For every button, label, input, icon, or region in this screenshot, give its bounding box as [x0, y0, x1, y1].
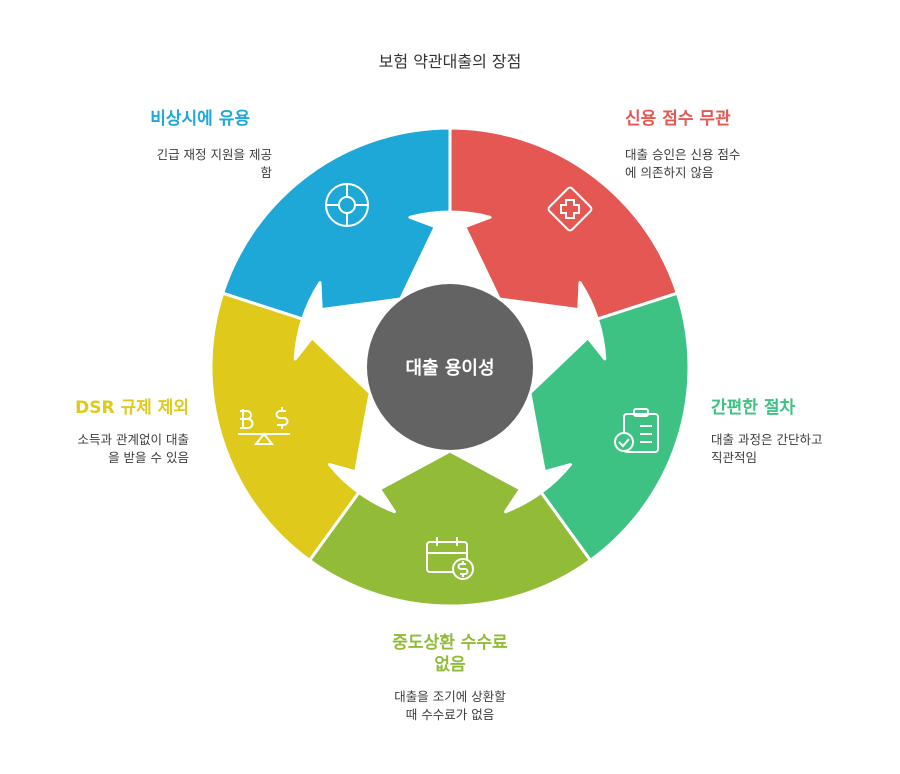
heading-line: 없음	[434, 655, 466, 675]
clipboard-check-icon	[614, 408, 659, 453]
desc-credit: 대출 승인은 신용 점수 에 의존하지 않음	[625, 146, 740, 182]
desc-prepay: 대출을 조기에 상환할 때 수수료가 없음	[300, 688, 600, 724]
desc-line: 대출을 조기에 상환할	[394, 689, 506, 704]
desc-simple: 대출 과정은 간단하고 직관적임	[711, 431, 822, 467]
heading-line: 중도상환 수수료	[392, 633, 508, 653]
segment-dsr	[209, 291, 372, 562]
desc-line: 직관적임	[711, 450, 758, 465]
segment-credit	[448, 126, 679, 321]
segment-simple	[528, 291, 691, 562]
desc-line: 대출 승인은 신용 점수	[625, 147, 741, 162]
desc-line: 때 수수료가 없음	[405, 707, 495, 722]
desc-line: 에 의존하지 않음	[625, 165, 714, 180]
segment-prepay	[308, 449, 592, 608]
calendar-dollar-icon	[426, 537, 474, 580]
lifebuoy-icon	[325, 183, 369, 227]
heading-dsr: DSR 규제 제외	[75, 398, 189, 418]
desc-line: 소득과 관계없이 대출	[77, 432, 189, 447]
heading-credit: 신용 점수 무관	[625, 109, 731, 129]
desc-dsr: 소득과 관계없이 대출 을 받을 수 있음	[78, 431, 189, 467]
desc-line: 을 받을 수 있음	[108, 450, 189, 465]
desc-line: 대출 과정은 간단하고	[711, 432, 823, 447]
desc-line: 함	[260, 165, 272, 180]
center-hub	[367, 284, 533, 450]
page-title: 보험 약관대출의 장점	[378, 52, 522, 71]
desc-emergency: 긴급 재정 지원을 제공 함	[157, 146, 272, 182]
desc-line: 긴급 재정 지원을 제공	[156, 147, 272, 162]
center-label: 대출 용이성	[405, 358, 494, 379]
heading-simple: 간편한 절차	[711, 398, 796, 418]
currency-balance-icon	[238, 407, 290, 445]
heading-emergency: 비상시에 유용	[150, 109, 250, 129]
medical-cross-icon	[547, 186, 593, 232]
heading-prepay: 중도상환 수수료 없음	[300, 632, 600, 676]
